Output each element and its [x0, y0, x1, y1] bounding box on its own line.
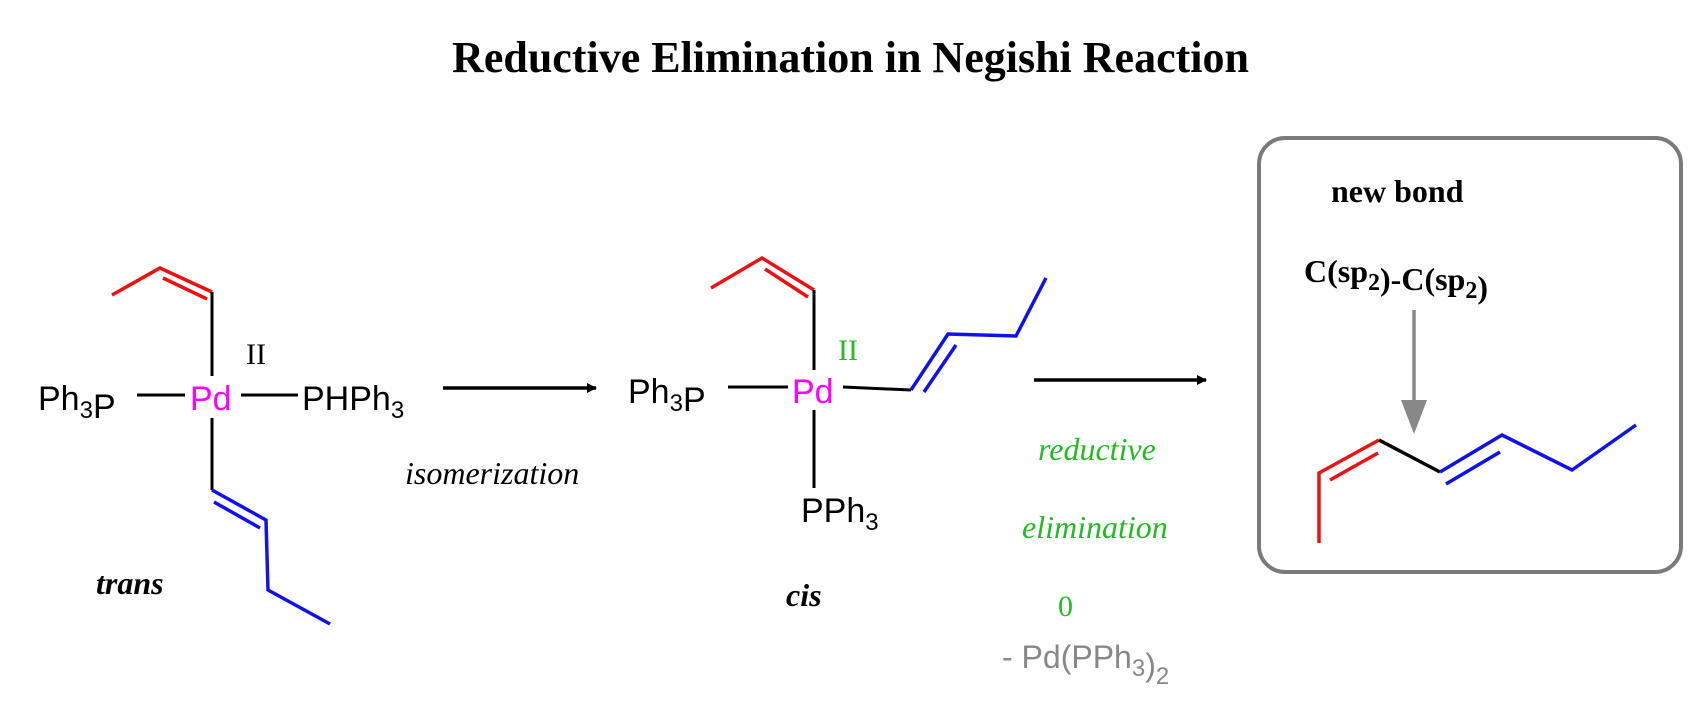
trans-oxidation-state: II	[246, 338, 266, 371]
elimination-label: elimination	[1022, 509, 1168, 545]
trans-butenyl-double-bond	[213, 500, 261, 530]
new-bond-heading: new bond	[1331, 173, 1464, 209]
product-box	[1257, 136, 1683, 574]
product-vinyl-double-bond	[1329, 451, 1379, 482]
reductive-label: reductive	[1038, 431, 1156, 467]
bond-type-label: C(sp2)-C(sp2)	[1304, 253, 1488, 305]
cis-vinyl-fragment	[710, 255, 815, 292]
cis-left-ligand: Ph3P	[628, 373, 706, 419]
trans-right-ligand: PHPh3	[302, 380, 404, 424]
byproduct-label: - Pd(PPh3)2	[1002, 639, 1169, 690]
product-butenyl-fragment	[1439, 423, 1638, 474]
trans-left-ligand: Ph3P	[38, 380, 116, 426]
cis-oxidation-state: II	[838, 334, 858, 367]
trans-complex: Ph3P Pd II PHPh3 trans	[38, 266, 404, 626]
cis-bottom-ligand: PPh3	[801, 492, 879, 536]
cis-vinyl-double-bond	[764, 267, 809, 299]
trans-label: trans	[96, 565, 164, 601]
isomerization-label: isomerization	[405, 455, 579, 491]
cis-butenyl-double-bond	[922, 344, 958, 393]
diagram-title: Reductive Elimination in Negishi Reactio…	[452, 33, 1249, 82]
cis-pd-butenyl-bond	[842, 385, 912, 392]
product-new-bond	[1378, 438, 1441, 474]
trans-palladium: Pd	[190, 380, 232, 418]
product-diene	[1317, 423, 1638, 543]
cis-complex: Ph3P Pd II PPh3 cis	[628, 255, 1048, 613]
trans-vinyl-fragment	[111, 266, 213, 297]
new-bond-pointer-arrowhead	[1401, 400, 1427, 434]
product-butenyl-double-bond	[1445, 450, 1501, 486]
product-vinyl-fragment	[1317, 438, 1380, 543]
trans-butenyl-fragment	[211, 488, 331, 626]
cis-butenyl-fragment	[909, 277, 1048, 391]
cis-label: cis	[786, 577, 822, 613]
cis-palladium: Pd	[792, 373, 834, 411]
trans-vinyl-double-bond	[162, 276, 208, 301]
pd0-oxidation-state: 0	[1058, 590, 1073, 623]
